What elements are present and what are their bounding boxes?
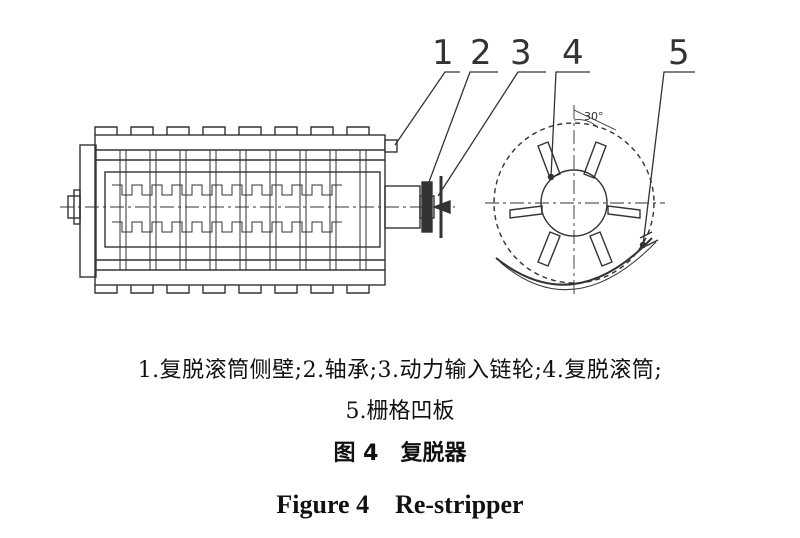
callout-1: 1 <box>432 33 454 73</box>
figure-caption-en: Figure 4 Re-stripper <box>276 490 524 519</box>
drum-side-view <box>60 126 455 294</box>
callout-2: 2 <box>470 33 492 73</box>
re-stripper-drawing: 1 2 3 4 5 30° <box>60 33 695 295</box>
legend-line-1: 1.复脱滚筒侧壁;2.轴承;3.动力输入链轮;4.复脱滚筒; <box>137 358 663 383</box>
callout-4: 4 <box>562 33 584 73</box>
input-sprocket <box>432 176 451 238</box>
callout-5: 5 <box>668 33 690 73</box>
grid-concave-plate <box>495 231 659 291</box>
drum-slats <box>119 150 367 270</box>
bearing <box>421 181 433 233</box>
figure-caption-cn: 图 4 复脱器 <box>333 441 467 466</box>
angle-label: 30° <box>584 110 604 123</box>
stripping-teeth <box>112 184 342 233</box>
legend-line-2: 5.栅格凹板 <box>345 399 455 424</box>
callout-3: 3 <box>510 33 532 73</box>
drum-end-view <box>485 105 665 295</box>
radial-blades <box>509 141 641 267</box>
callout-leaders <box>394 71 695 246</box>
